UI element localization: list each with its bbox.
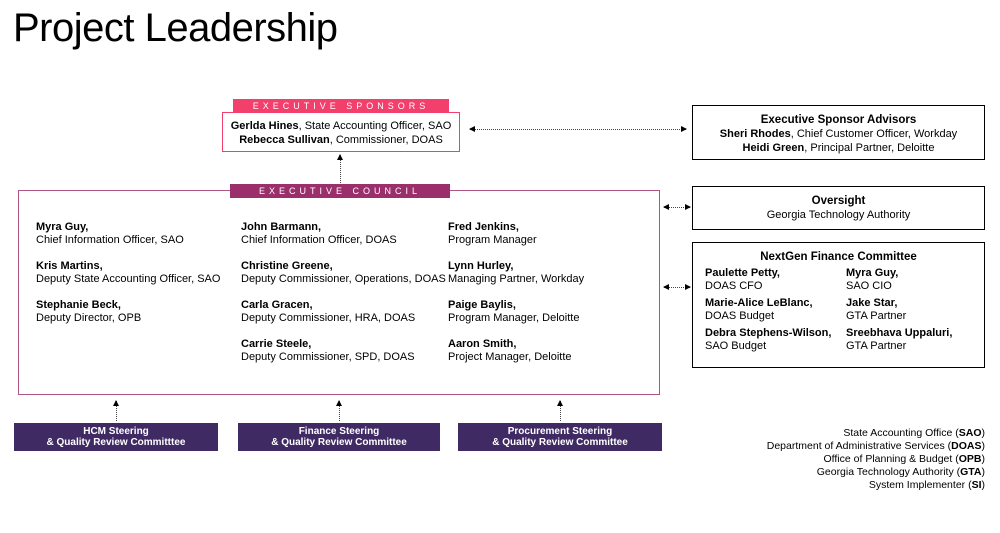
nextgen-column-1: Paulette Petty,DOAS CFO Marie-Alice LeBl… — [705, 267, 831, 357]
executive-sponsors-header: EXECUTIVE SPONSORS — [233, 99, 449, 113]
council-to-sponsors-arrow — [337, 154, 343, 183]
procurement-steering-committee-box: Procurement Steering & Quality Review Co… — [458, 423, 662, 451]
nextgen-member: Debra Stephens-Wilson,SAO Budget — [705, 327, 832, 352]
oversight-title: Oversight — [811, 195, 866, 207]
council-member: Christine Greene,Deputy Commissioner, Op… — [241, 260, 446, 285]
executive-sponsor-advisors-box: Executive Sponsor Advisors Sheri Rhodes,… — [692, 105, 985, 160]
finance-to-council-arrow — [336, 400, 342, 421]
nextgen-member: Sreebhava Uppaluri,GTA Partner — [846, 327, 953, 352]
sponsors-advisors-arrow — [469, 126, 687, 132]
council-member: Paige Baylis,Program Manager, Deloitte — [448, 299, 580, 324]
council-column-1: Myra Guy,Chief Information Officer, SAO … — [36, 221, 220, 338]
council-nextgen-arrow — [663, 284, 691, 290]
nextgen-member: Jake Star,GTA Partner — [846, 297, 907, 322]
acronym-legend: State Accounting Office (SAO) Department… — [767, 427, 985, 492]
council-member: Stephanie Beck,Deputy Director, OPB — [36, 299, 142, 324]
council-member: Aaron Smith,Project Manager, Deloitte — [448, 338, 572, 363]
legend-line: Office of Planning & Budget (OPB) — [823, 453, 986, 465]
council-column-3: Fred Jenkins,Program Manager Lynn Hurley… — [448, 221, 584, 377]
council-member: John Barmann,Chief Information Officer, … — [241, 221, 397, 246]
nextgen-member: Paulette Petty,DOAS CFO — [705, 267, 780, 292]
oversight-subtitle: Georgia Technology Authority — [766, 209, 911, 221]
council-member: Myra Guy,Chief Information Officer, SAO — [36, 221, 184, 246]
nextgen-member: Myra Guy,SAO CIO — [846, 267, 899, 292]
procurement-to-council-arrow — [557, 400, 563, 421]
legend-line: Georgia Technology Authority (GTA) — [816, 466, 985, 478]
executive-council-box: Myra Guy,Chief Information Officer, SAO … — [18, 190, 660, 395]
nextgen-title: NextGen Finance Committee — [760, 251, 917, 263]
advisor-member: Heidi Green, Principal Partner, Deloitte — [742, 142, 935, 154]
oversight-box: Oversight Georgia Technology Authority — [692, 186, 985, 230]
executive-council-header: EXECUTIVE COUNCIL — [230, 184, 450, 198]
hcm-to-council-arrow — [113, 400, 119, 421]
nextgen-column-2: Myra Guy,SAO CIO Jake Star,GTA Partner S… — [846, 267, 952, 357]
council-member: Kris Martins,Deputy State Accounting Off… — [36, 260, 221, 285]
nextgen-finance-committee-box: NextGen Finance Committee Paulette Petty… — [692, 242, 985, 368]
legend-line: Department of Administrative Services (D… — [766, 440, 985, 452]
executive-sponsors-box: Gerlda Hines, State Accounting Officer, … — [222, 112, 460, 152]
legend-line: System Implementer (SI) — [868, 479, 985, 491]
hcm-steering-committee-box: HCM Steering & Quality Review Committtee — [14, 423, 218, 451]
advisor-member: Sheri Rhodes, Chief Customer Officer, Wo… — [719, 128, 958, 140]
sponsor-member: Gerlda Hines, State Accounting Officer, … — [230, 120, 452, 132]
sponsor-member: Rebecca Sullivan, Commissioner, DOAS — [239, 134, 443, 146]
council-member: Carrie Steele,Deputy Commissioner, SPD, … — [241, 338, 415, 363]
nextgen-member: Marie-Alice LeBlanc,DOAS Budget — [705, 297, 813, 322]
finance-steering-committee-box: Finance Steering & Quality Review Commit… — [238, 423, 440, 451]
council-column-2: John Barmann,Chief Information Officer, … — [241, 221, 446, 377]
council-member: Lynn Hurley,Managing Partner, Workday — [448, 260, 585, 285]
advisors-title: Executive Sponsor Advisors — [760, 114, 917, 126]
council-member: Fred Jenkins,Program Manager — [448, 221, 537, 246]
page-title: Project Leadership — [13, 6, 338, 50]
council-oversight-arrow — [663, 204, 691, 210]
legend-line: State Accounting Office (SAO) — [843, 427, 985, 439]
council-member: Carla Gracen,Deputy Commissioner, HRA, D… — [241, 299, 416, 324]
